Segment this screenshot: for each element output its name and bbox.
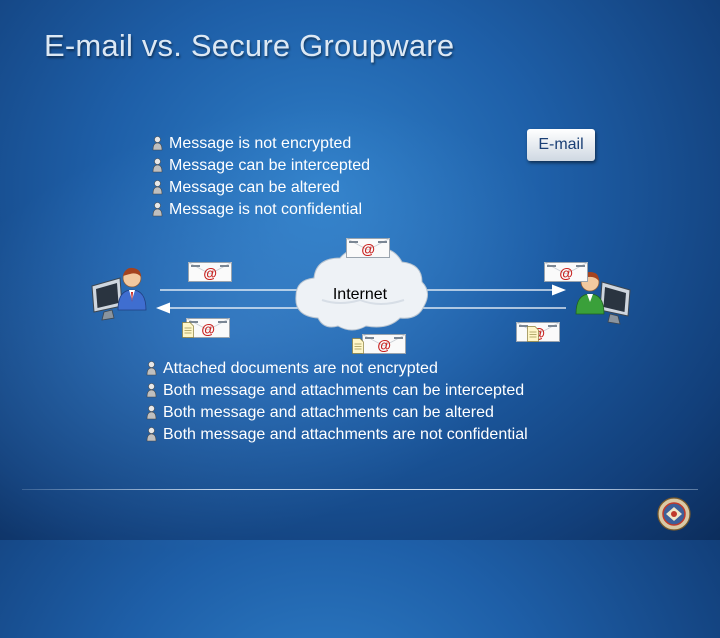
- attachment-bullet-item: Both message and attachments can be inte…: [146, 380, 528, 402]
- email-envelope-icon: [544, 262, 588, 282]
- sender-computer-icon: [91, 267, 147, 321]
- attachment-bullet-item: Both message and attachments are not con…: [146, 424, 528, 446]
- email-envelope-icon: [346, 238, 390, 258]
- attachment-bullet-item: Attached documents are not encrypted: [146, 358, 528, 380]
- network-diagram: @: [91, 238, 631, 354]
- internet-cloud-icon: [295, 247, 428, 331]
- seal-logo-icon: [657, 497, 691, 531]
- arrow-to-sender: [156, 302, 566, 314]
- person-bullet-icon: [146, 405, 157, 420]
- email-bullet-text: Message can be intercepted: [169, 157, 371, 174]
- email-bullet-item: Message is not confidential: [152, 199, 370, 221]
- person-bullet-icon: [152, 202, 163, 217]
- email-bullet-text: Message can be altered: [169, 179, 340, 196]
- email-badge: E-mail: [527, 129, 595, 161]
- person-bullet-icon: [146, 427, 157, 442]
- attachment-bullet-text: Both message and attachments are not con…: [163, 426, 528, 443]
- attachment-bullet-text: Both message and attachments can be inte…: [163, 382, 525, 399]
- person-bullet-icon: [152, 180, 163, 195]
- attachment-bullet-text: Attached documents are not encrypted: [163, 360, 438, 377]
- email-bullet-item: Message is not encrypted: [152, 133, 370, 155]
- person-bullet-icon: [152, 136, 163, 151]
- attachment-bullet-text: Both message and attachments can be alte…: [163, 404, 494, 421]
- email-envelope-icon: [362, 334, 406, 354]
- attachment-bullet-list: Attached documents are not encrypted Bot…: [146, 358, 528, 446]
- email-bullet-text: Message is not encrypted: [169, 135, 352, 152]
- person-bullet-icon: [152, 158, 163, 173]
- person-bullet-icon: [146, 383, 157, 398]
- email-bullet-list: Message is not encrypted Message can be …: [152, 133, 370, 221]
- arrow-to-recipient: [160, 284, 566, 296]
- email-bullet-text: Message is not confidential: [169, 201, 362, 218]
- email-bullet-item: Message can be altered: [152, 177, 370, 199]
- document-icon: [352, 338, 364, 354]
- internet-label: Internet: [332, 286, 388, 303]
- slide-title: E-mail vs. Secure Groupware: [44, 28, 455, 63]
- attachment-bullet-item: Both message and attachments can be alte…: [146, 402, 528, 424]
- document-icon: [182, 322, 194, 338]
- footer-divider: [22, 489, 698, 490]
- person-bullet-icon: [146, 361, 157, 376]
- email-bullet-item: Message can be intercepted: [152, 155, 370, 177]
- email-envelope-icon: [188, 262, 232, 282]
- document-icon: [527, 326, 539, 342]
